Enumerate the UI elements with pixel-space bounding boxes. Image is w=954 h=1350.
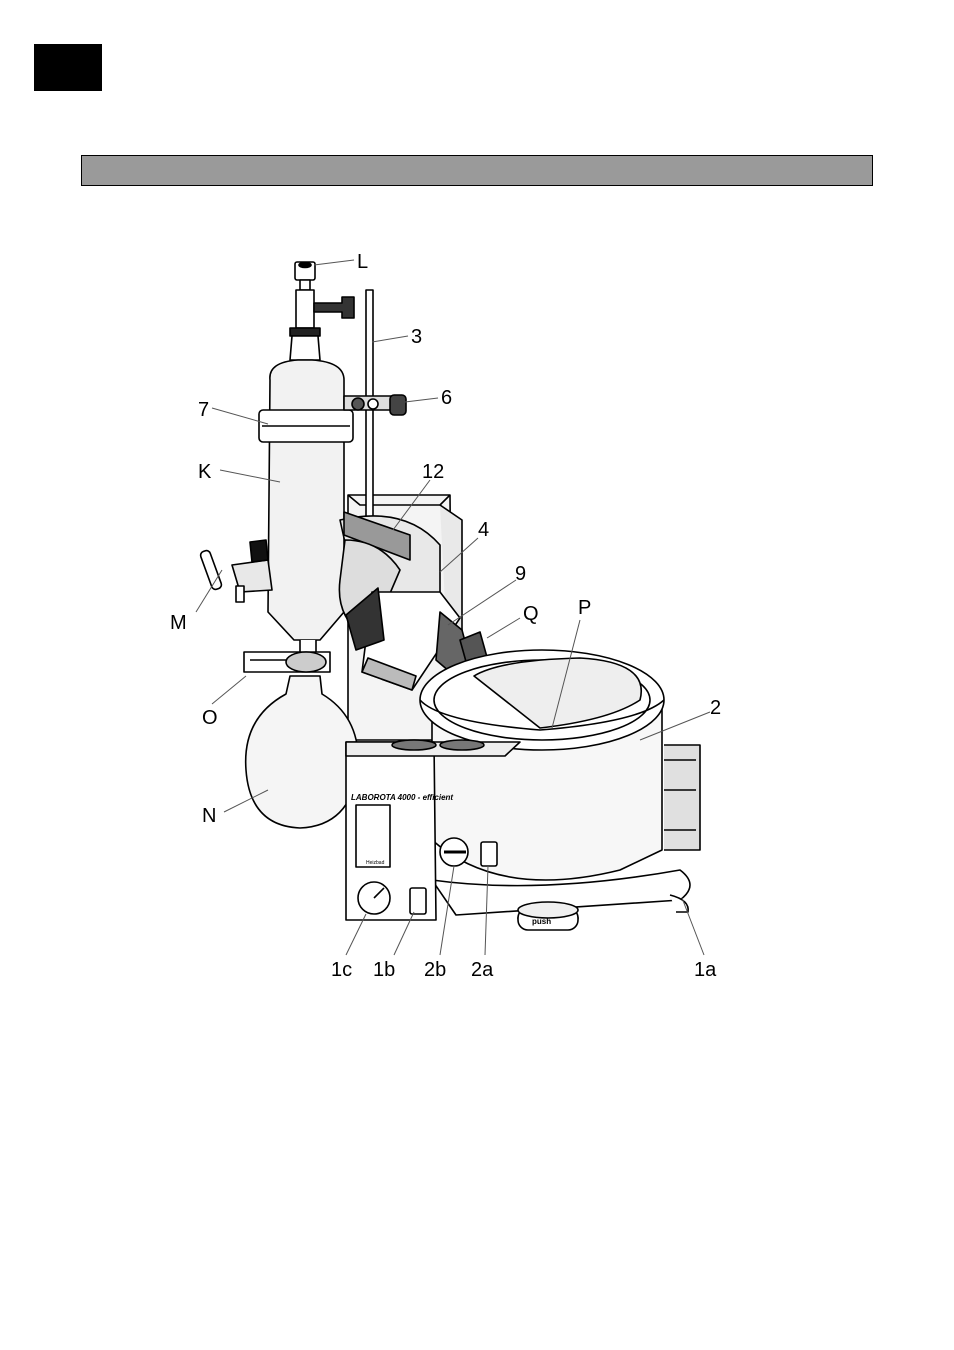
- panel-display: [355, 804, 391, 868]
- label-O: O: [202, 707, 218, 729]
- label-4: 4: [478, 519, 489, 541]
- label-1a: 1a: [694, 959, 717, 981]
- label-L: L: [357, 251, 368, 273]
- label-M: M: [170, 612, 187, 634]
- label-12: 12: [422, 461, 444, 483]
- section-tab: [34, 44, 102, 91]
- label-2: 2: [710, 697, 721, 719]
- label-K: K: [198, 461, 212, 483]
- label-9: 9: [515, 563, 526, 585]
- power-switch-1b: [409, 887, 427, 915]
- label-N: N: [202, 805, 216, 827]
- label-1c: 1c: [331, 959, 352, 981]
- label-7: 7: [198, 399, 209, 421]
- callout-labels: L 3 6 7 K 12 4 9 Q P M O 2 N 1c 1b 2b 2a…: [170, 251, 721, 981]
- panel-brand-text: LABOROTA 4000 - efficient: [351, 793, 453, 802]
- label-2b: 2b: [424, 959, 446, 981]
- label-P: P: [578, 597, 591, 619]
- label-6: 6: [441, 387, 452, 409]
- label-1b: 1b: [373, 959, 395, 981]
- label-3: 3: [411, 326, 422, 348]
- side-hose-connector: [313, 296, 355, 319]
- panel-small-text: Heizbad: [366, 860, 385, 866]
- section-heading-bar: [81, 155, 873, 186]
- leader-lines: [195, 259, 711, 956]
- condenser-body: [267, 359, 345, 641]
- receiving-flask: [244, 675, 360, 829]
- evaporating-flask-P: [473, 657, 642, 729]
- base-plate: [431, 869, 691, 916]
- bath-switch-2a: [480, 841, 498, 867]
- label-2a: 2a: [471, 959, 494, 981]
- push-button-text: push: [532, 917, 551, 926]
- label-Q: Q: [523, 603, 539, 625]
- clamp-knob-6: [389, 394, 407, 416]
